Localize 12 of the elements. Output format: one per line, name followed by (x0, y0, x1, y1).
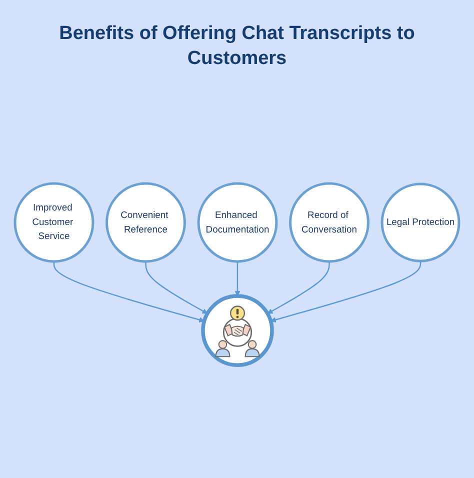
title: Benefits of Offering Chat Transcripts to Customers (58, 22, 416, 71)
arrow (267, 262, 330, 314)
arrow (270, 261, 422, 323)
node-circle: Enhanced Documentation (197, 182, 278, 264)
node-circle (201, 294, 274, 368)
node-circle: Convenient Reference (106, 182, 186, 264)
node-circle: Legal Protection (380, 183, 460, 263)
arrow (53, 262, 205, 323)
node-circle: Improved Customer Service (14, 182, 94, 264)
node-circle: Record of Conversation (289, 182, 370, 264)
arrow (145, 262, 208, 314)
arrow (234, 262, 240, 297)
